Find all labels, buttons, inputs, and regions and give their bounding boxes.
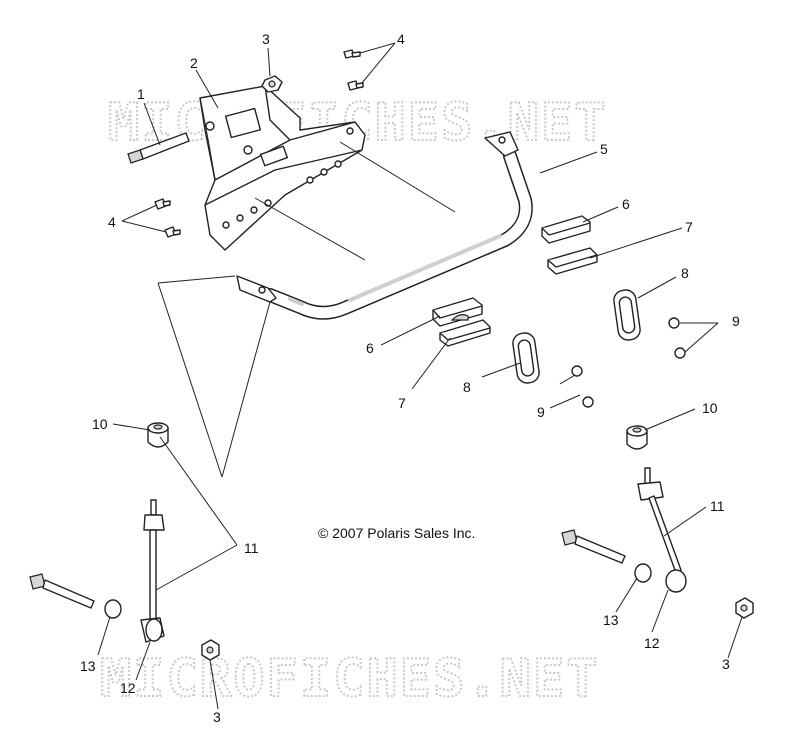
callout-6-left: 6 <box>366 340 374 356</box>
callout-11-right: 11 <box>710 498 725 514</box>
nut-small-3 <box>668 317 680 329</box>
nut-small-2 <box>582 396 594 408</box>
assembly-line-1 <box>339 141 456 213</box>
callout-12-right: 12 <box>644 635 660 651</box>
callout-9-right: 9 <box>732 313 740 329</box>
callout-1: 1 <box>137 86 145 102</box>
callout-7-right: 7 <box>685 219 693 235</box>
callout-2: 2 <box>190 55 198 71</box>
callout-3-bottom-left: 3 <box>213 709 221 725</box>
nut-bottom-right <box>735 597 754 619</box>
link-rod-left <box>140 499 165 643</box>
callout-4-top: 4 <box>397 31 405 47</box>
callout-9-left: 9 <box>537 404 545 420</box>
bushing-upper-left <box>432 297 483 327</box>
group-line-2 <box>157 282 223 478</box>
screw-top-2 <box>347 80 364 91</box>
mounting-bracket <box>199 85 366 251</box>
group-line-3 <box>221 301 271 478</box>
bushing-lower-right <box>547 247 598 275</box>
nut-top <box>261 75 283 93</box>
nut-small-4 <box>674 347 686 359</box>
nut-bottom-left <box>201 639 220 661</box>
bushing-lower-left <box>439 319 491 347</box>
copyright-text: © 2007 Polaris Sales Inc. <box>318 525 475 541</box>
bolt-bottom-left <box>29 573 95 609</box>
bolt-long <box>127 132 190 164</box>
group-line-1 <box>157 275 236 284</box>
clamp-plate-left <box>512 332 540 384</box>
screw-left-2 <box>164 226 181 238</box>
callout-5: 5 <box>600 141 608 157</box>
callout-13-right: 13 <box>603 612 619 628</box>
watermark-bottom: MICROFICHES.NET <box>100 649 600 709</box>
assembly-line-2 <box>254 197 366 261</box>
grommet-right <box>626 425 648 450</box>
clamp-plate-right <box>613 289 641 341</box>
washer-left <box>104 599 122 619</box>
nut-small-1 <box>571 365 583 377</box>
leader-lines <box>97 42 743 710</box>
grommet-left <box>147 422 169 448</box>
bushing-upper-right <box>541 215 591 244</box>
callout-13-left: 13 <box>80 658 96 674</box>
callout-10-left: 10 <box>92 416 108 432</box>
callout-3-bottom-right: 3 <box>722 656 730 672</box>
callout-8-right: 8 <box>681 265 689 281</box>
screw-left-1 <box>154 198 171 210</box>
callout-12-left: 12 <box>120 680 136 696</box>
link-rod-right <box>637 467 687 593</box>
callout-10-right: 10 <box>702 400 718 416</box>
bolt-bottom-right <box>561 529 626 564</box>
callout-4-left: 4 <box>108 214 116 230</box>
callout-8-left: 8 <box>463 379 471 395</box>
callout-7-left: 7 <box>398 395 406 411</box>
screw-top-1 <box>343 49 361 59</box>
washer-right <box>634 563 652 583</box>
stabilizer-bar <box>236 131 533 320</box>
callout-6-right: 6 <box>622 196 630 212</box>
callout-11-left: 11 <box>244 540 259 556</box>
callout-3-top: 3 <box>262 31 270 47</box>
